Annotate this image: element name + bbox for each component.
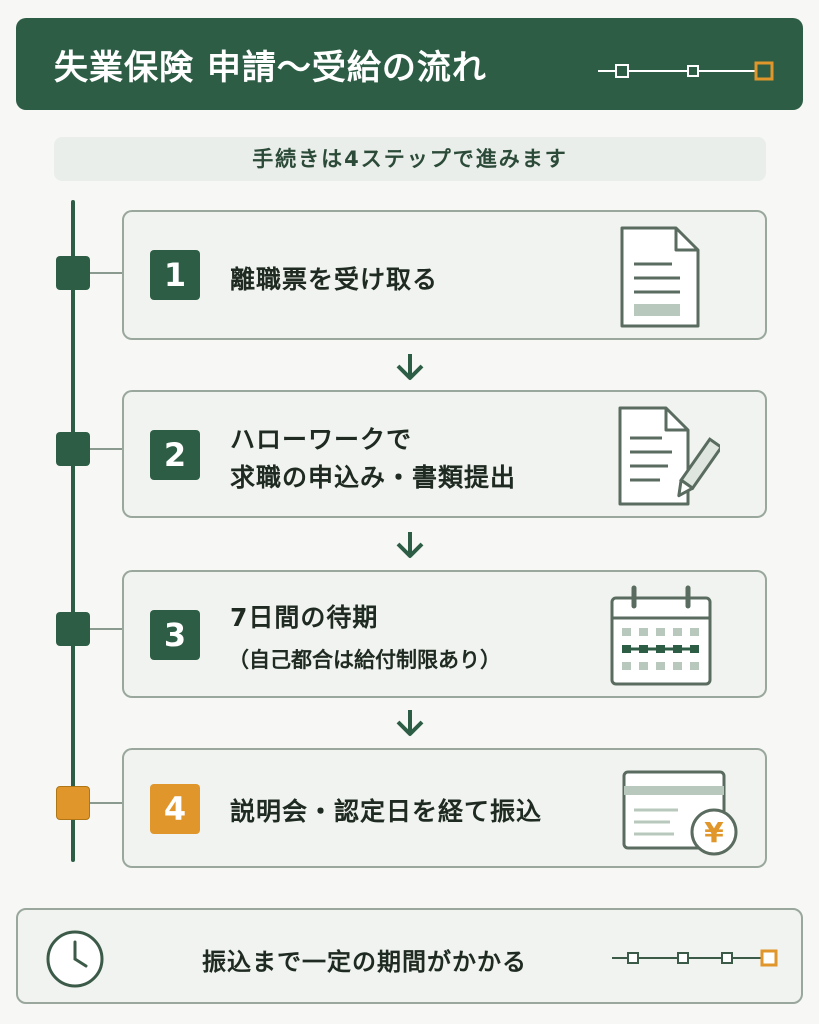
subtitle-banner: 手続きは4ステップで進みます [54,137,766,181]
document-icon [620,226,700,328]
step-sub-3: （自己都合は給付制限あり） [228,648,501,672]
step-label-2: ハローワークで [230,425,413,454]
page-title: 失業保険 申請〜受給の流れ [54,48,487,88]
step-number-4: 4 [150,784,200,834]
step-number-2: 2 [150,430,200,480]
timeline-line [71,200,75,862]
footer-note: 振込まで一定の期間がかかる [16,908,803,1004]
footer-text: 振込まで一定の期間がかかる [202,948,527,976]
arrow-down-icon [396,710,424,736]
timeline-marker-4 [56,786,90,820]
arrow-down-icon [396,354,424,380]
step-card-2: 2 ハローワークで 求職の申込み・書類提出 [122,390,767,518]
timeline-marker-2 [56,432,90,466]
step-card-1: 1 離職票を受け取る [122,210,767,340]
step-card-3: 3 7日間の待期 （自己都合は給付制限あり） [122,570,767,698]
step-track-icon [598,61,774,81]
step-number-1: 1 [150,250,200,300]
step-sub-2: 求職の申込み・書類提出 [230,463,517,492]
timeline-connector-2 [90,448,124,450]
step-number-3: 3 [150,610,200,660]
timeline-marker-3 [56,612,90,646]
arrow-down-icon [396,532,424,558]
clock-icon [46,930,104,988]
timeline-connector-4 [90,802,124,804]
timeline-connector-3 [90,628,124,630]
timeline-connector-1 [90,272,124,274]
step-track-icon [612,949,778,967]
step-label-3: 7日間の待期 [230,603,379,632]
timeline-marker-1 [56,256,90,290]
header-banner: 失業保険 申請〜受給の流れ [16,18,803,110]
calendar-icon [610,585,712,686]
svg-text:¥: ¥ [704,816,724,849]
step-label-4: 説明会・認定日を経て振込 [230,797,543,826]
step-label-1: 離職票を受け取る [230,265,439,294]
bank-transfer-yen-icon: ¥ [622,770,738,856]
document-pen-icon [618,406,720,506]
step-card-4: 4 説明会・認定日を経て振込 ¥ [122,748,767,868]
